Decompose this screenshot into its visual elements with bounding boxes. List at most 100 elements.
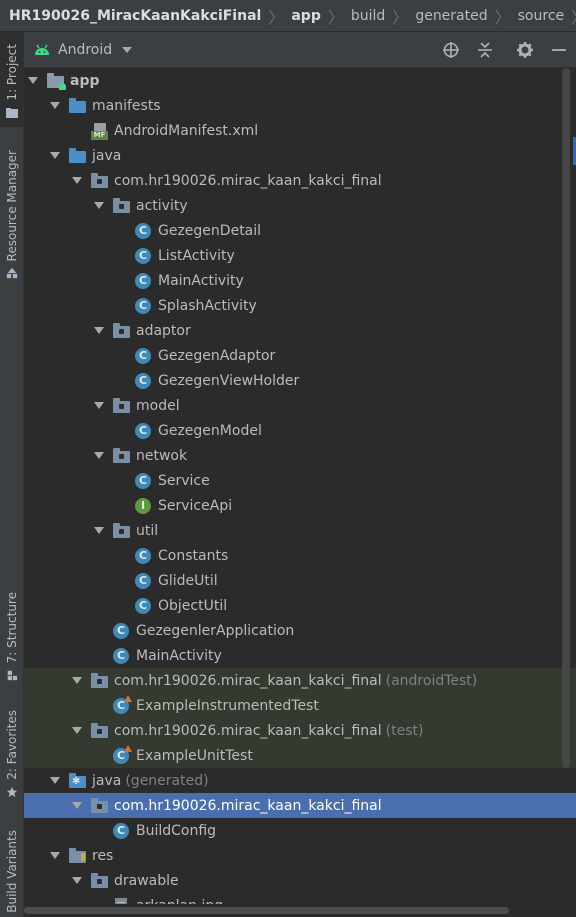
tree-item[interactable]: java — [24, 143, 576, 168]
expand-arrow-icon[interactable] — [28, 77, 38, 84]
gear-icon[interactable] — [516, 41, 534, 59]
horizontal-scrollbar[interactable] — [24, 904, 576, 917]
expand-arrow-icon[interactable] — [94, 202, 104, 209]
tree-item[interactable]: model — [24, 393, 576, 418]
collapse-all-icon[interactable] — [476, 41, 494, 59]
expand-arrow-icon[interactable] — [50, 852, 60, 859]
tree-item-label: GezegenDetail — [158, 222, 262, 239]
class-icon: C — [135, 222, 152, 239]
tab-build-variants-label: Build Variants — [4, 830, 19, 913]
expand-arrow-icon[interactable] — [72, 177, 82, 184]
class-icon: C — [135, 597, 152, 614]
breadcrumb-project[interactable]: HR190026_MiracKaanKakciFinal — [9, 7, 262, 24]
image-file-icon — [113, 897, 130, 904]
tab-build-variants[interactable]: Build Variants — [0, 830, 23, 917]
expand-arrow-icon[interactable] — [72, 677, 82, 684]
breadcrumb: HR190026_MiracKaanKakciFinal 〉 app 〉 bui… — [0, 0, 576, 32]
structure-icon — [7, 671, 17, 681]
tree-item[interactable]: netwok — [24, 443, 576, 468]
tree-item[interactable]: com.hr190026.mirac_kaan_kakci_final(test… — [24, 718, 576, 743]
tree-item-label: GezegenAdaptor — [158, 347, 276, 364]
scrollbar-thumb[interactable] — [24, 907, 509, 914]
vertical-scrollbar[interactable] — [562, 68, 570, 768]
tree-item[interactable]: ✱java(generated) — [24, 768, 576, 793]
class-icon: C — [135, 422, 152, 439]
breadcrumb-source[interactable]: source — [517, 7, 565, 24]
project-view-dropdown[interactable]: Android — [34, 42, 133, 58]
package-icon — [113, 447, 130, 464]
tab-structure[interactable]: 7: Structure — [0, 592, 23, 687]
expand-arrow-icon[interactable] — [94, 527, 104, 534]
expand-arrow-icon[interactable] — [72, 727, 82, 734]
chevron-down-icon — [122, 46, 133, 53]
expand-arrow-icon[interactable] — [94, 327, 104, 334]
tree-item[interactable]: res — [24, 843, 576, 868]
class-icon: C — [113, 647, 130, 664]
tree-item-suffix: (test) — [385, 722, 424, 739]
tab-favorites[interactable]: 2: Favorites — [0, 710, 23, 805]
tree-item[interactable]: util — [24, 518, 576, 543]
panel-toolbar — [426, 32, 568, 67]
expand-arrow-icon[interactable] — [94, 402, 104, 409]
tree-item-label: com.hr190026.mirac_kaan_kakci_final — [114, 672, 382, 689]
tree-item-label: com.hr190026.mirac_kaan_kakci_final — [114, 172, 382, 189]
minimize-icon[interactable] — [550, 41, 568, 59]
expand-arrow-icon[interactable] — [72, 802, 82, 809]
tree-item-label: SplashActivity — [158, 297, 257, 314]
expand-arrow-icon[interactable] — [50, 777, 60, 784]
tab-favorites-label: 2: Favorites — [4, 710, 19, 780]
manifest-file-icon: MF — [91, 122, 108, 140]
tree-item-label: ServiceApi — [158, 497, 233, 514]
resource-folder-icon — [69, 847, 86, 864]
expand-arrow-icon[interactable] — [50, 152, 60, 159]
expand-arrow-icon[interactable] — [94, 452, 104, 459]
tree-item[interactable]: manifests — [24, 93, 576, 118]
expand-arrow-icon[interactable] — [72, 877, 82, 884]
tree-item[interactable]: activity — [24, 193, 576, 218]
tree-item[interactable]: app — [24, 68, 576, 93]
breadcrumb-separator-icon: 〉 — [392, 7, 409, 27]
breadcrumb-module[interactable]: app — [291, 7, 321, 24]
tree-item-label: GlideUtil — [158, 572, 218, 589]
tree-item[interactable]: arkaplan.jpg — [24, 893, 576, 904]
class-icon: C — [113, 622, 130, 639]
tree-item[interactable]: com.hr190026.mirac_kaan_kakci_final(andr… — [24, 668, 576, 693]
tool-window-strip: 1: Project Resource Manager 7: Structure… — [0, 32, 24, 917]
tree-item[interactable]: com.hr190026.mirac_kaan_kakci_final — [24, 168, 576, 193]
class-icon: C — [135, 472, 152, 489]
tab-project-label: 1: Project — [4, 44, 19, 101]
tree-item-label: GezegenViewHolder — [158, 372, 300, 389]
package-icon — [113, 397, 130, 414]
tree-item-label: java — [92, 772, 122, 789]
expand-arrow-icon[interactable] — [50, 102, 60, 109]
tree-item[interactable]: adaptor — [24, 318, 576, 343]
tree-item-label: ExampleInstrumentedTest — [136, 697, 319, 714]
tree-item[interactable]: drawable — [24, 868, 576, 893]
tab-resource-manager[interactable]: Resource Manager — [0, 150, 23, 290]
module-folder-icon — [47, 72, 66, 90]
tree-item[interactable]: C GezegenDetail — [24, 218, 576, 243]
locate-icon[interactable] — [442, 41, 460, 59]
breadcrumb-build[interactable]: build — [350, 7, 386, 24]
class-icon: C — [135, 247, 152, 264]
breadcrumb-generated[interactable]: generated — [415, 7, 488, 24]
tab-project[interactable]: 1: Project — [0, 32, 23, 127]
tree-item[interactable]: com.hr190026.mirac_kaan_kakci_final — [24, 793, 576, 818]
